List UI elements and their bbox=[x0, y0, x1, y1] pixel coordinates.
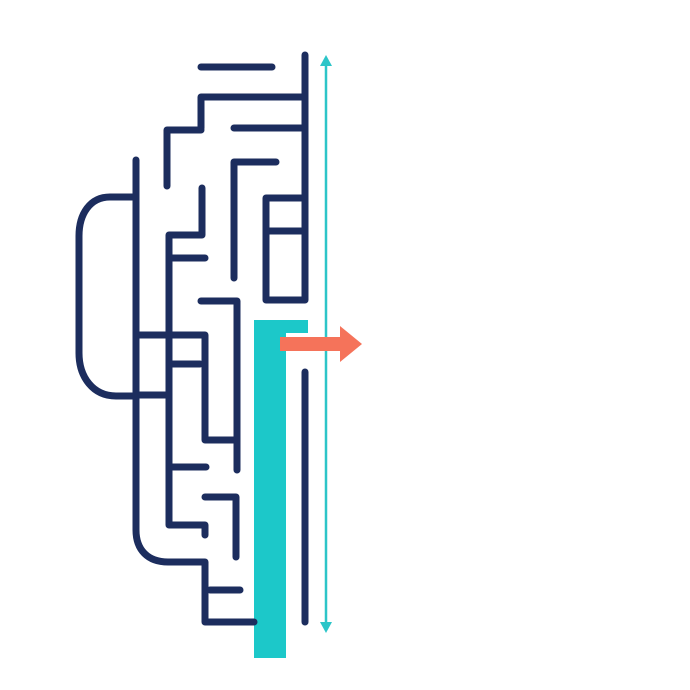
maze-wall bbox=[197, 93, 309, 132]
maze-wall bbox=[75, 193, 140, 400]
maze-wall bbox=[201, 493, 240, 561]
maze-wall bbox=[230, 158, 280, 282]
maze-spine bbox=[262, 51, 309, 304]
maze-wall bbox=[163, 126, 205, 190]
maze-wall bbox=[132, 391, 209, 539]
exit-arrow-shaft bbox=[280, 337, 340, 351]
maze-wall bbox=[132, 331, 241, 444]
maze-wall bbox=[197, 297, 241, 474]
exit-arrow-icon bbox=[280, 326, 362, 362]
exit-path-cap bbox=[254, 320, 308, 333]
maze-icon bbox=[75, 51, 309, 626]
maze-wall bbox=[132, 156, 258, 626]
exit-arrow-head bbox=[340, 326, 362, 362]
measure-arrow-bottom bbox=[320, 622, 332, 633]
measure-arrow-top bbox=[320, 55, 332, 66]
exit-path bbox=[254, 320, 308, 658]
exit-path-column bbox=[254, 320, 286, 658]
maze-wall bbox=[165, 184, 206, 399]
